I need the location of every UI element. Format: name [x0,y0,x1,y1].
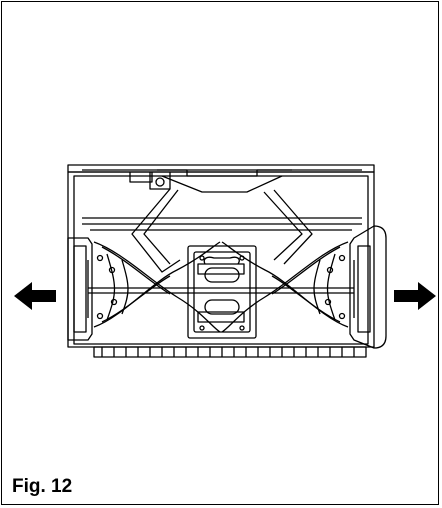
figure-caption: Fig. 12 [12,476,73,497]
center-gearbox [187,245,257,339]
scraper-bar [93,346,367,358]
right-arrow-icon [394,282,436,310]
left-auger [93,241,221,333]
left-arrow-icon [14,282,56,310]
left-side-plate [67,237,93,341]
right-side-plate [349,225,387,349]
auger-shaft [88,287,354,294]
right-auger [221,241,349,333]
top-mount-bracket [129,169,313,273]
